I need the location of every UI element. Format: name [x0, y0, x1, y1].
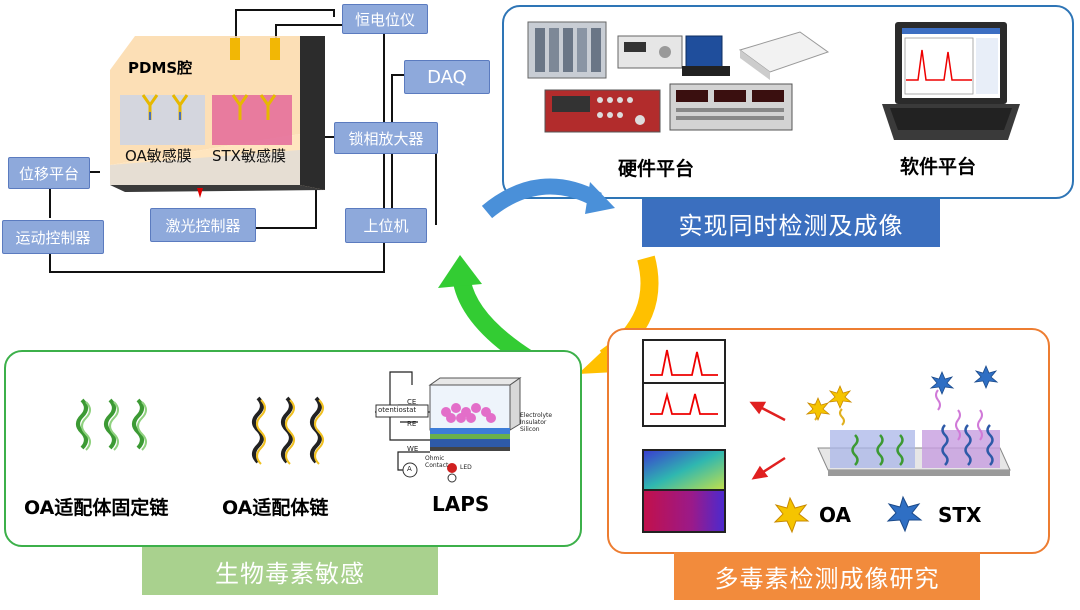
stx-legend-label: STX: [938, 503, 982, 527]
laps-text-ce-visible: CE: [407, 398, 417, 406]
daq-box: DAQ: [404, 60, 490, 94]
laps-text-silicon: Silicon: [520, 426, 540, 433]
laps-text-we: WE: [407, 445, 419, 453]
fixed-chain-icon: [76, 398, 144, 450]
oa-legend-star-icon: [773, 496, 810, 534]
oa-legend-label: OA: [819, 503, 851, 527]
hardware-platform-label: 硬件平台: [618, 158, 695, 180]
potentiostat-box: 恒电位仪: [342, 4, 428, 34]
stx-legend-star-icon: [886, 495, 923, 533]
oa-aptamer-chain-label: OA适配体链: [222, 497, 329, 519]
aptamer-chain-icon: [252, 396, 322, 464]
rack-instrument-icon: [527, 21, 607, 79]
laps-schematic-icon: [375, 371, 522, 483]
laps-text-insulator: Insulator: [520, 419, 547, 426]
signal-instrument-icon: [669, 83, 793, 131]
laps-text-ohmic-contact: Ohmic Contact: [425, 455, 449, 469]
laser-controller-box: 激光控制器: [150, 208, 256, 242]
signal-plot-icon: [642, 339, 726, 427]
laps-label: LAPS: [432, 492, 490, 516]
color-map-icon: [642, 449, 726, 533]
lockin-amplifier-box: 锁相放大器: [334, 122, 438, 154]
sensing-caption: 生物毒素敏感: [142, 547, 438, 595]
pdms-cavity-label: PDMS腔: [128, 59, 193, 77]
imaging-caption: 多毒素检测成像研究: [674, 552, 980, 600]
daq-device-icon: [738, 31, 830, 80]
stage-box: 位移平台: [8, 157, 90, 189]
bench-instrument-icon: [617, 35, 683, 69]
laps-text-potentiostat: otentiostat: [378, 406, 417, 414]
laptop-icon: [882, 22, 1020, 140]
stx-film-label: STX敏感膜: [212, 147, 286, 165]
host-computer-box: 上位机: [345, 208, 427, 243]
platform-caption: 实现同时检测及成像: [642, 199, 940, 247]
laps-text-electrolyte: Electrolyte: [520, 412, 553, 419]
laser-module-icon: [682, 35, 730, 76]
lockin-instrument-icon: [544, 89, 661, 133]
motion-controller-box: 运动控制器: [2, 220, 104, 254]
oa-film-label: OA敏感膜: [125, 147, 192, 165]
laps-text-re: RE: [407, 420, 417, 428]
laps-text-led: LED: [460, 464, 472, 471]
oa-fixed-chain-label: OA适配体固定链: [24, 497, 169, 519]
software-platform-label: 软件平台: [900, 156, 977, 178]
laps-text-ammeter: A: [407, 465, 412, 473]
